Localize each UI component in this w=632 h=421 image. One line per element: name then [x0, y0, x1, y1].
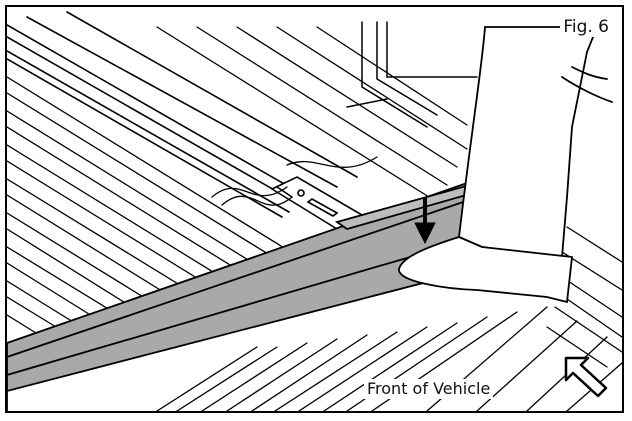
person-leg-foot	[398, 26, 613, 304]
installed-rail	[7, 181, 478, 411]
down-arrow-icon	[414, 197, 436, 245]
truck-bed-rail-illustration	[7, 11, 622, 411]
front-of-vehicle-label: Front of Vehicle	[364, 379, 494, 399]
hollow-arrow-up-left-icon	[564, 356, 608, 398]
bed-side-rail	[7, 11, 358, 218]
figure-frame: Fig. 6 Front of Vehicle	[5, 5, 624, 413]
bed-wall	[346, 21, 478, 128]
figure-number-label: Fig. 6	[560, 17, 612, 37]
